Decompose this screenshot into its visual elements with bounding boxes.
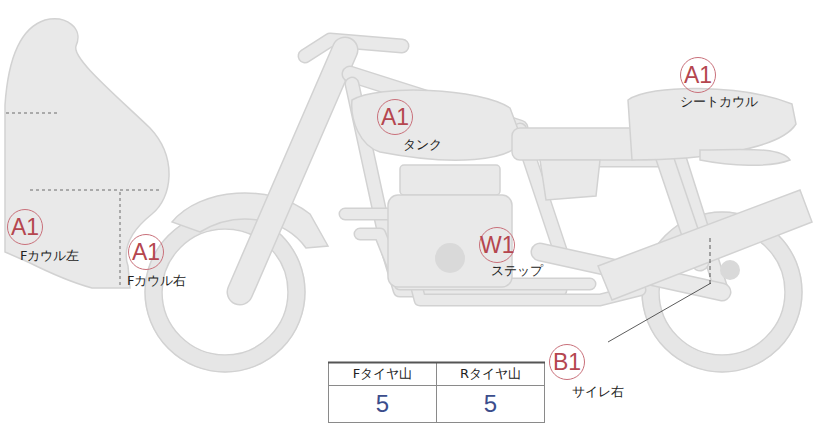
- part-name: ステップ: [491, 263, 543, 279]
- part-name: サイレ右: [572, 384, 624, 400]
- callout: W1ステップ: [479, 227, 543, 279]
- callout-number: A1: [128, 234, 164, 270]
- callout: A1シートカウル: [680, 57, 758, 110]
- callout-number: A1: [377, 99, 413, 135]
- callout: A1 タンク: [377, 99, 442, 153]
- part-name: タンク: [403, 137, 442, 153]
- table-value: 5: [329, 390, 436, 418]
- callout: A1Fカウル左: [7, 209, 79, 264]
- table-header: Fタイヤ山: [329, 366, 436, 382]
- table-header: Rタイヤ山: [437, 366, 544, 382]
- callout-number: B1: [549, 344, 585, 380]
- part-name: Fカウル右: [127, 273, 186, 289]
- table-value: 5: [437, 390, 544, 418]
- callout-number: A1: [7, 209, 43, 245]
- callout-number: W1: [479, 227, 515, 263]
- callout: B1 サイレ右: [549, 344, 624, 400]
- callout: A1Fカウル右: [127, 234, 186, 289]
- frame-tube: [240, 50, 345, 292]
- part-name: Fカウル左: [20, 248, 79, 264]
- frame-tube: [240, 50, 345, 292]
- part-name: シートカウル: [680, 94, 758, 110]
- callout-number: A1: [680, 57, 716, 93]
